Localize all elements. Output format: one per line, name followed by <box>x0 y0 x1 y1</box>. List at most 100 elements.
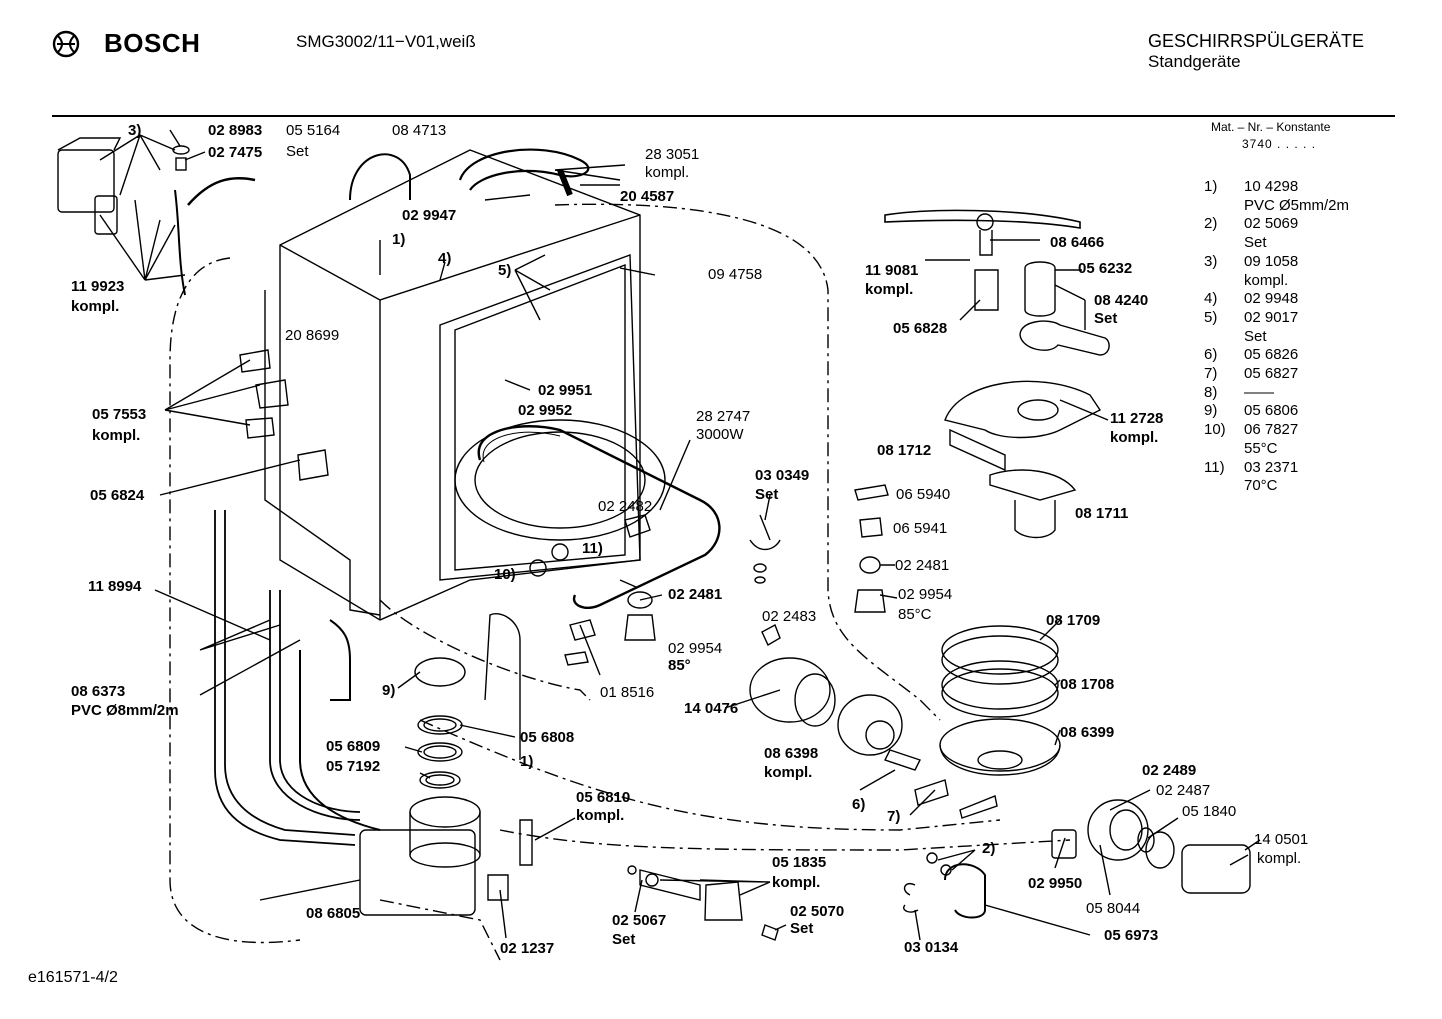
callout-label: 02 2487 <box>1156 782 1211 799</box>
callout-label: 05 6232 <box>1078 260 1133 277</box>
callout-label: 01 8516 <box>600 684 655 701</box>
callout-label: 03 0134 <box>904 939 959 956</box>
legend-row: 4) 02 9948 <box>1204 290 1424 309</box>
callout-label: 05 6828 <box>893 320 948 337</box>
callout-label: 05 6824 <box>90 487 145 504</box>
heating-element <box>477 425 721 609</box>
callout-label: 09 4758 <box>708 266 763 283</box>
legend-row: 9)05 6806 <box>1204 402 1424 421</box>
callout-label: 85°C <box>898 606 932 623</box>
legend-row: kompl. <box>1204 272 1424 291</box>
callout-label: 02 9947 <box>402 207 457 224</box>
callout-label: 4) <box>438 250 452 267</box>
callout-label: 02 9950 <box>1028 875 1083 892</box>
legend-value: 05 6827 <box>1244 365 1299 383</box>
circulation-pump <box>749 657 903 756</box>
legend-value: 10 4298 <box>1244 178 1299 195</box>
callout-label: 02 5067 <box>612 912 667 929</box>
callout-label: 28 3051 <box>645 146 700 163</box>
sump-bowl <box>939 718 1061 772</box>
callout-label: PVC Ø8mm/2m <box>71 702 179 719</box>
legend-row: PVC Ø5mm/2m <box>1204 197 1424 216</box>
callout-label: 1) <box>520 753 534 770</box>
legend-row: 2) 02 5069 <box>1204 215 1424 234</box>
legend-value: 09 1058 <box>1244 252 1299 270</box>
legend-number: 1) <box>1204 178 1218 195</box>
assembly-outline-right <box>554 203 941 721</box>
callout-label: Set <box>612 931 636 948</box>
legend-row: Set <box>1204 234 1424 253</box>
callout-label: 6) <box>852 796 866 813</box>
mat-nr-label: Mat. – Nr. – Konstante <box>1211 120 1331 134</box>
model-number: SMG3002/11−V01,weiß <box>296 32 476 51</box>
callout-label: kompl. <box>92 427 141 444</box>
callout-label: 02 2489 <box>1142 762 1197 779</box>
callout-label: 08 4240 <box>1094 292 1149 309</box>
callout-label: 9) <box>382 682 396 699</box>
callout-label: 02 2482 <box>598 498 653 515</box>
upper-spray-arm <box>884 209 1081 229</box>
legend-value: PVC Ø5mm/2m <box>1244 196 1350 214</box>
legend-value: 02 9948 <box>1244 290 1299 308</box>
legend-value: 05 6806 <box>1244 402 1299 420</box>
callout-label: 14 0476 <box>684 700 739 717</box>
callout-label: 11 2728 <box>1110 410 1164 427</box>
hose-connector <box>557 168 573 197</box>
callout-label: 06 5940 <box>896 486 951 503</box>
legend-value: 02 5069 <box>1244 215 1299 233</box>
legend-row: 10)06 7827 <box>1204 421 1424 440</box>
callout-label: 05 8044 <box>1086 900 1141 917</box>
legend-row: 55°C <box>1204 440 1424 459</box>
callout-label: 08 1712 <box>877 442 932 459</box>
callout-label: Set <box>1094 310 1118 327</box>
legend-number: 7) <box>1204 365 1218 383</box>
callout-label: 2) <box>982 840 996 857</box>
tub-assembly <box>264 149 666 621</box>
callout-label: 11 9923 <box>71 278 125 295</box>
callout-label: Set <box>286 143 309 160</box>
callout-label: 05 1835 <box>772 854 827 871</box>
callout-label: 08 1711 <box>1075 505 1129 522</box>
drain-pump <box>1051 799 1251 894</box>
callout-label: kompl. <box>772 874 821 891</box>
callout-label: 08 6373 <box>71 683 126 700</box>
legend-value: 06 7827 <box>1244 421 1299 439</box>
callout-label: 05 6810 <box>576 789 631 806</box>
drain-elbow <box>944 863 986 919</box>
callout-label: 11 9081 <box>865 262 919 279</box>
legend-number: 2) <box>1204 215 1218 233</box>
callout-label: 02 8983 <box>208 122 263 139</box>
callout-label: 02 2481 <box>895 557 950 574</box>
category-subtitle: Standgeräte <box>1148 52 1241 71</box>
callout-label: 1) <box>392 231 406 248</box>
legend-value: 03 2371 <box>1244 458 1299 476</box>
legend-value: 70°C <box>1244 477 1278 495</box>
microfilter <box>944 380 1102 439</box>
legend-row: 3)09 1058 <box>1204 253 1424 272</box>
callout-label: 08 4713 <box>392 122 447 139</box>
legend-number: 6) <box>1204 346 1218 364</box>
legend-number: 5) <box>1204 308 1218 326</box>
callout-label: 14 0501 <box>1254 831 1309 848</box>
legend-number: 8) <box>1204 383 1218 401</box>
callout-label: 20 8699 <box>285 327 340 344</box>
callout-label: 08 1709 <box>1046 612 1101 629</box>
callout-label: 02 2483 <box>762 608 817 625</box>
callout-label: 08 6805 <box>306 905 361 922</box>
callout-label: 02 7475 <box>208 144 263 161</box>
legend-value: Set <box>1244 234 1267 252</box>
callout-label: 02 5070 <box>790 903 845 920</box>
callout-label: 02 9954 <box>668 640 723 657</box>
callout-label: Set <box>755 486 779 503</box>
callout-label: 85° <box>668 657 691 674</box>
sump-housing <box>299 619 481 916</box>
legend-value: 05 6826 <box>1244 346 1299 364</box>
callout-label: 02 9952 <box>518 402 573 419</box>
header-divider <box>52 115 1395 117</box>
brand-name: BOSCH <box>104 28 201 58</box>
legend-number: 4) <box>1204 290 1218 308</box>
legend-number: 11) <box>1204 458 1225 476</box>
callout-label: 11) <box>582 540 603 557</box>
callout-label: 20 4587 <box>620 188 675 205</box>
